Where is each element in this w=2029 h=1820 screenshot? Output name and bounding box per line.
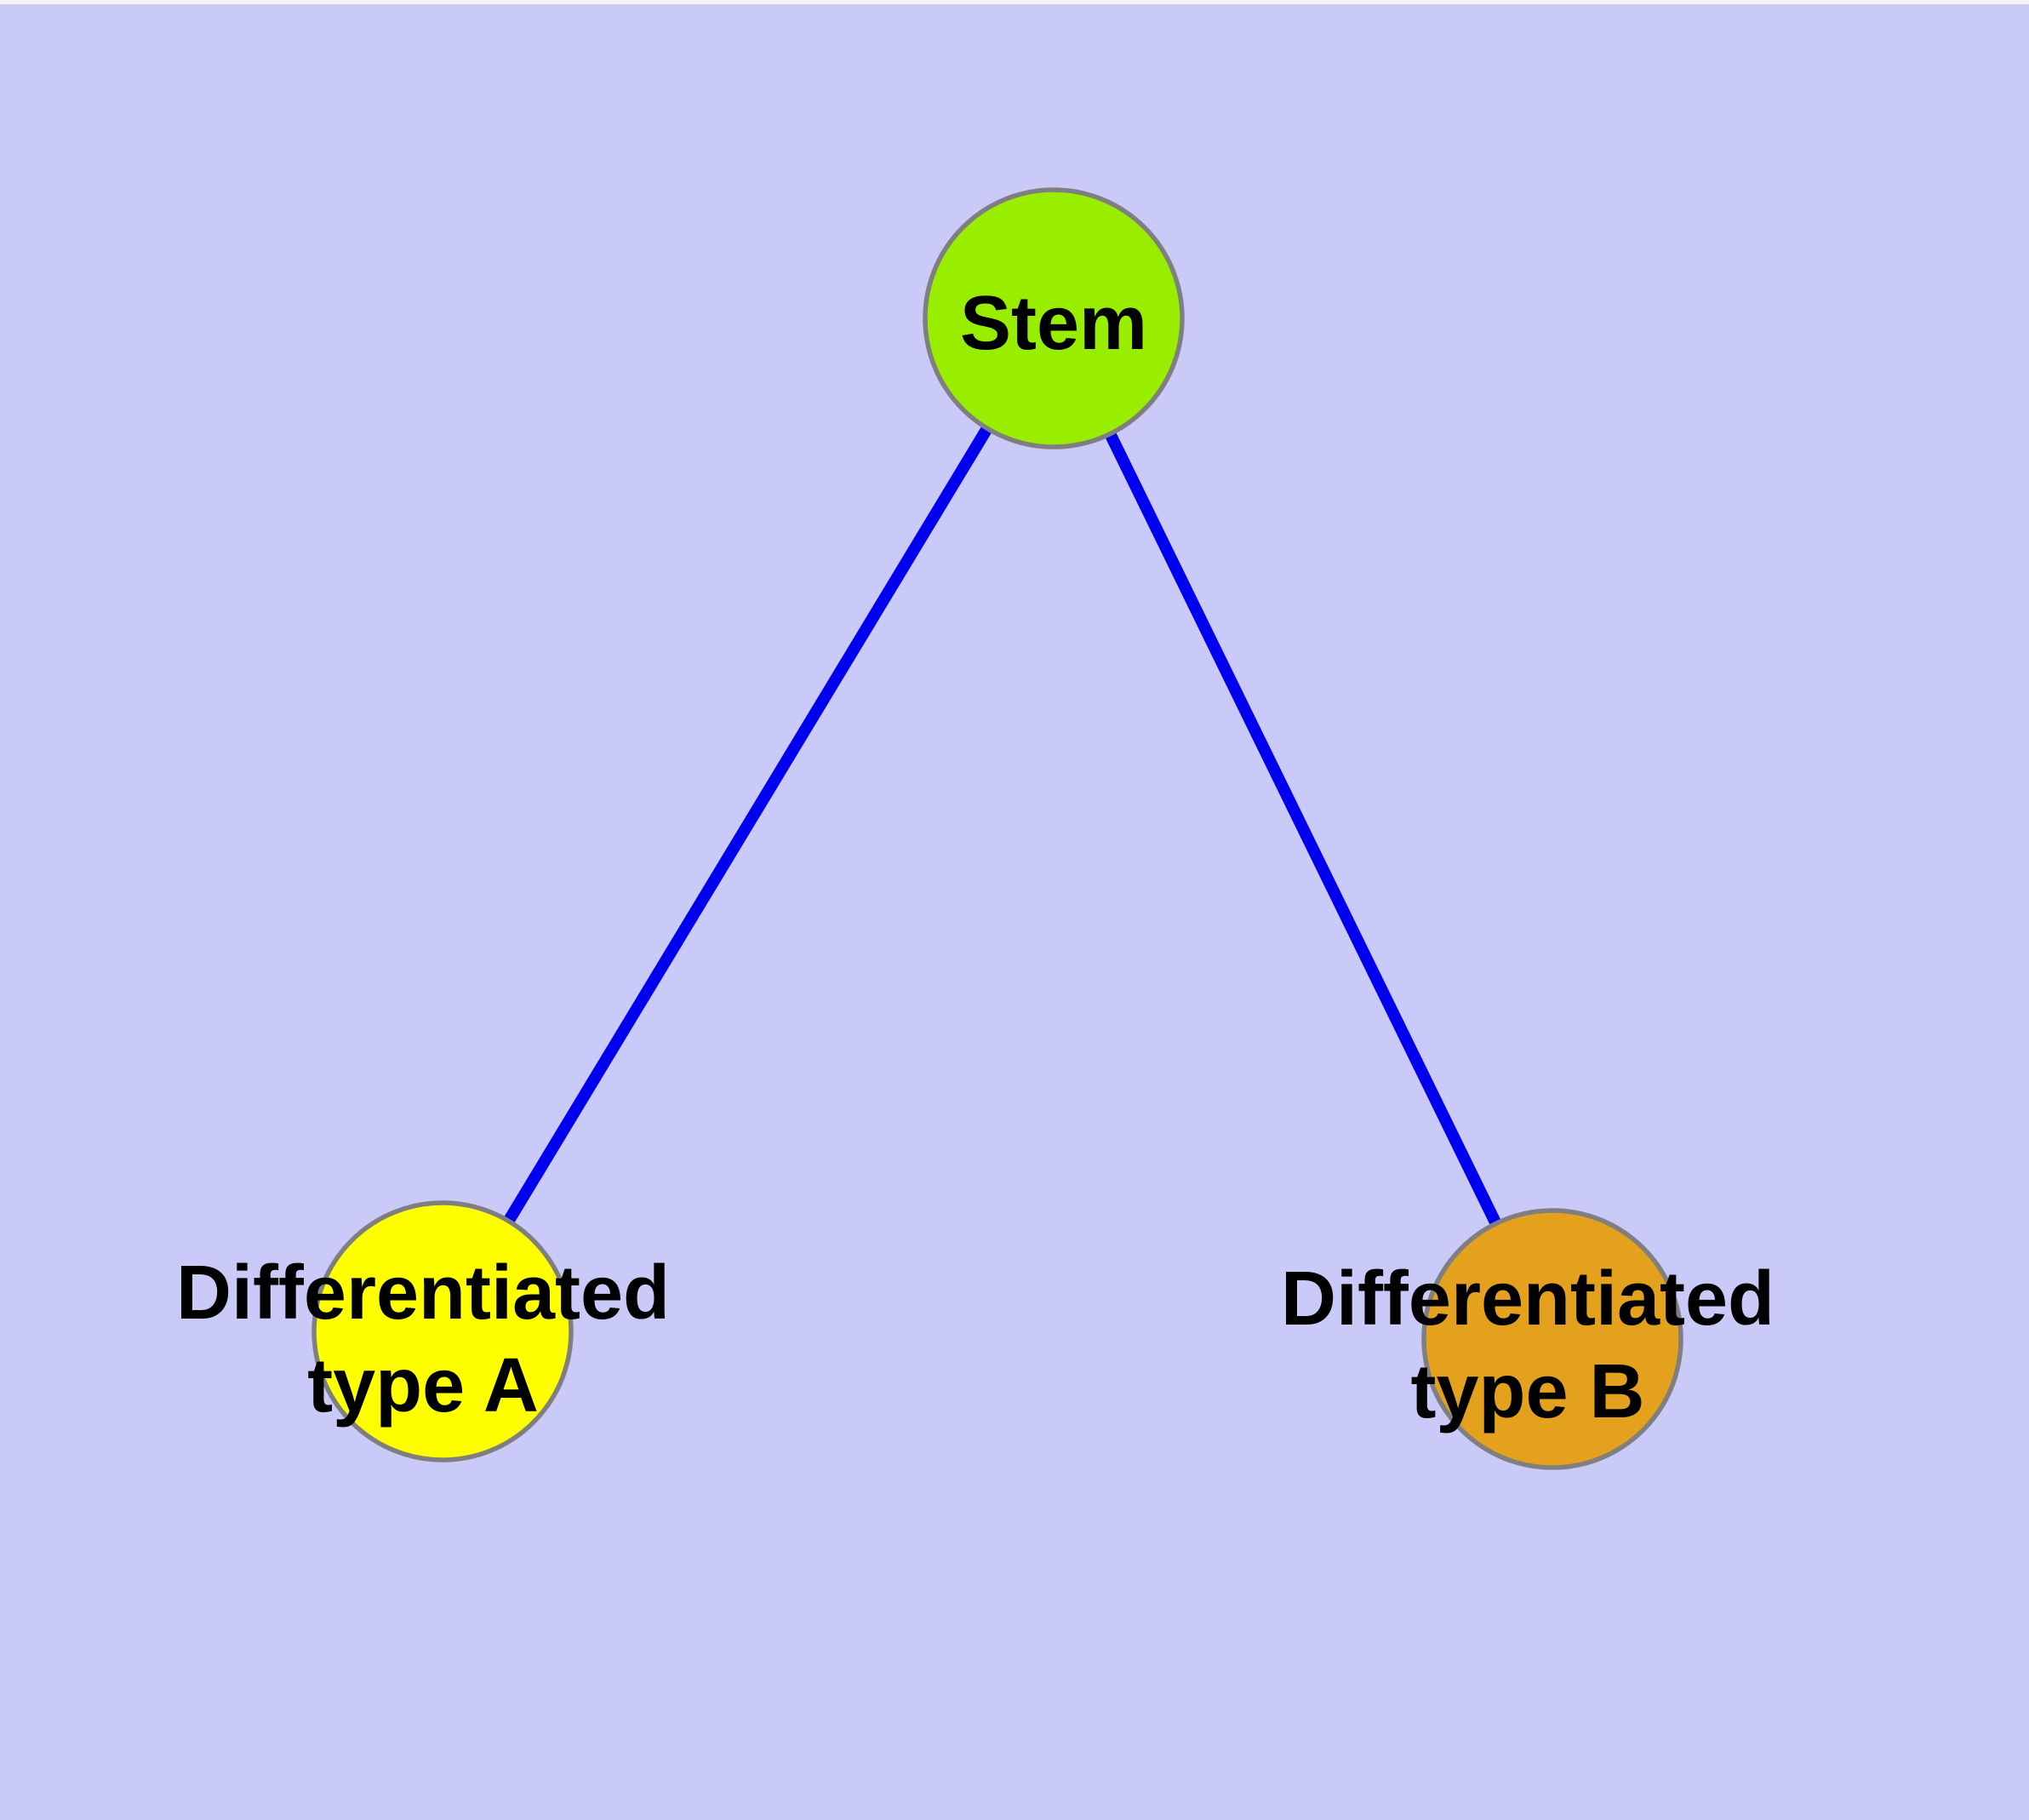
node-type-b-label-line2: type B xyxy=(1410,1349,1644,1434)
node-type-a-circle xyxy=(311,1200,574,1462)
node-type-b-label-line1: Differentiated xyxy=(1281,1256,1775,1342)
edge-stem-to-type-b xyxy=(1048,315,1558,1342)
node-type-a-label-line2: type A xyxy=(307,1343,539,1428)
node-type-a-label-line1: Differentiated xyxy=(176,1251,670,1336)
node-type-b-circle xyxy=(1421,1208,1683,1470)
window-top-edge xyxy=(0,0,2029,4)
node-stem-label: Stem xyxy=(960,281,1147,366)
edge-stem-to-type-a xyxy=(436,315,1059,1336)
node-stem-circle xyxy=(923,187,1185,449)
